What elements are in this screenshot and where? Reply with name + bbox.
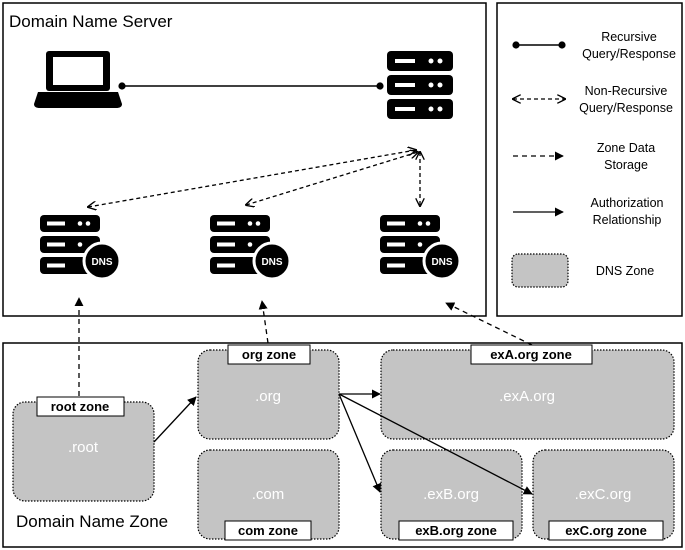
legend-panel — [496, 2, 683, 317]
svg-text:DNS: DNS — [91, 257, 112, 268]
legend-dns-zone: DNS Zone — [511, 253, 654, 288]
zone-exc — [532, 449, 675, 540]
zone-name-com: .com — [252, 486, 285, 503]
zone-tag-exb: exB.org zone — [398, 520, 514, 541]
zone-com — [197, 449, 340, 540]
storage-line-org — [258, 300, 269, 344]
dns-server-icon-exa: DNS — [378, 213, 462, 281]
legend-recursive: Recursive Query/Response — [512, 30, 676, 61]
zone-panel — [2, 342, 683, 548]
recursive-server-icon — [387, 51, 453, 119]
legend-non-recursive: Non-Recursive Query/Response — [513, 84, 673, 115]
auth-line-root-org — [153, 396, 197, 443]
svg-text:Relationship: Relationship — [593, 213, 662, 227]
zone-name-exa: .exA.org — [499, 388, 555, 405]
svg-text:org zone: org zone — [242, 347, 296, 362]
zone-name-org: .org — [255, 388, 281, 405]
non-recursive-line-root — [88, 150, 416, 207]
zone-exa — [380, 349, 675, 440]
svg-text:root zone: root zone — [51, 399, 110, 414]
storage-line-exa — [445, 302, 533, 346]
server-panel-title: Domain Name Server — [9, 12, 173, 31]
svg-text:Storage: Storage — [604, 158, 648, 172]
svg-text:Recursive: Recursive — [601, 30, 657, 44]
svg-text:exA.org zone: exA.org zone — [490, 347, 572, 362]
svg-text:DNS: DNS — [431, 257, 452, 268]
svg-text:DNS: DNS — [261, 257, 282, 268]
dns-server-icon-org: DNS — [208, 213, 292, 281]
auth-line-org-exc — [338, 393, 533, 495]
svg-text:Authorization: Authorization — [591, 196, 664, 210]
svg-text:Query/Response: Query/Response — [582, 47, 676, 61]
auth-line-org-exb — [338, 393, 382, 493]
zone-exb — [380, 449, 523, 540]
zone-tag-exa: exA.org zone — [470, 344, 593, 365]
svg-text:Query/Response: Query/Response — [579, 101, 673, 115]
svg-text:exB.org zone: exB.org zone — [415, 523, 497, 538]
svg-text:Zone Data: Zone Data — [597, 141, 655, 155]
laptop-icon — [34, 51, 122, 108]
zone-panel-title: Domain Name Zone — [16, 512, 168, 531]
zone-name-exb: .exB.org — [423, 486, 479, 503]
non-recursive-line-org — [246, 152, 418, 205]
zone-name-exc: .exC.org — [575, 486, 632, 503]
legend-authorization: Authorization Relationship — [513, 196, 664, 227]
legend-zone-data-storage: Zone Data Storage — [513, 141, 655, 172]
zone-tag-root: root zone — [36, 396, 125, 417]
svg-text:DNS Zone: DNS Zone — [596, 264, 654, 278]
server-panel — [2, 2, 487, 317]
svg-text:com zone: com zone — [238, 523, 298, 538]
dns-server-icon-root: DNS — [38, 213, 122, 281]
svg-text:Non-Recursive: Non-Recursive — [585, 84, 668, 98]
zone-name-root: .root — [68, 439, 99, 456]
svg-text:exC.org zone: exC.org zone — [565, 523, 647, 538]
zone-tag-exc: exC.org zone — [548, 520, 664, 541]
zone-tag-com: com zone — [224, 520, 312, 541]
zone-tag-org: org zone — [227, 344, 311, 365]
